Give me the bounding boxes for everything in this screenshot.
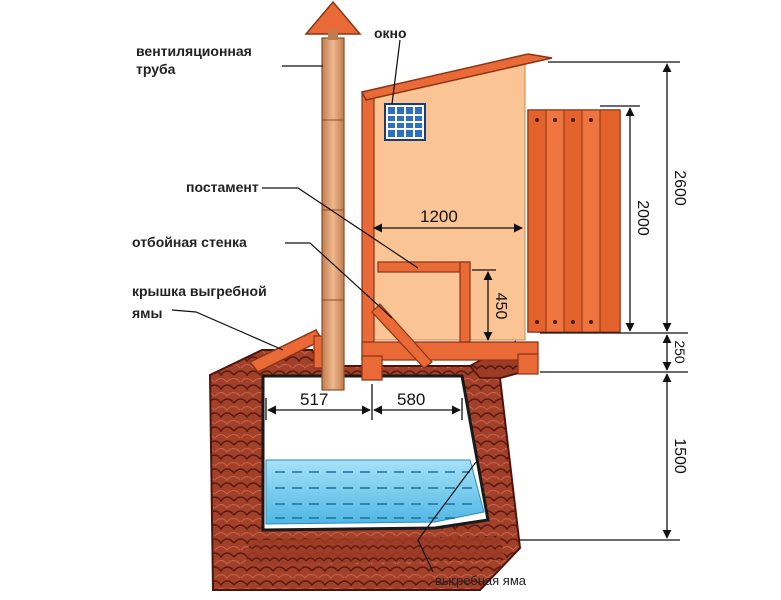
label-window: окно [374, 25, 407, 41]
leader-window [391, 39, 401, 105]
label-pit-lid-line2: ямы [132, 305, 162, 321]
vent-pipe [304, 0, 362, 391]
door [527, 109, 621, 333]
dim-foundation-height: 250 [672, 340, 688, 364]
leader-deflector-wall [285, 242, 393, 319]
label-vent-pipe-line2: труба [136, 61, 176, 77]
dimension-texts: 1200 517 580 2600 2000 250 1500 450 [300, 170, 688, 474]
leader-cesspit [417, 461, 477, 573]
dimension-lines [265, 61, 688, 541]
dim-door-height: 2000 [634, 200, 651, 236]
dim-pit-depth: 1500 [671, 438, 688, 474]
leader-pit-lid [171, 309, 284, 351]
dim-pit-right: 580 [397, 390, 425, 409]
leader-pedestal [262, 187, 419, 269]
dim-cabin-width: 1200 [420, 207, 458, 226]
dim-total-height: 2600 [671, 170, 688, 206]
dim-pit-left: 517 [300, 390, 328, 409]
label-cesspit: выгребная яма [435, 573, 527, 588]
dim-seat-height: 450 [492, 293, 509, 320]
label-pit-lid-line1: крышка выгребной [132, 283, 267, 299]
window [384, 103, 426, 141]
label-vent-pipe-line1: вентиляционная [136, 43, 252, 59]
labels: вентиляционная труба окно постамент отбо… [132, 25, 527, 588]
leader-lines [171, 39, 477, 573]
pit-water [265, 459, 485, 525]
label-pedestal: постамент [186, 179, 259, 195]
label-deflector-wall: отбойная стенка [132, 234, 247, 250]
